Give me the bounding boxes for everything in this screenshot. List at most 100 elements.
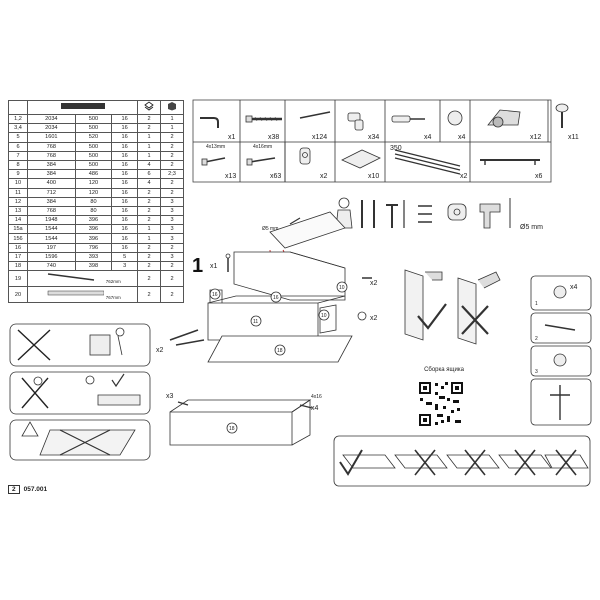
qty-label-left: x2	[156, 347, 164, 354]
table-cell: 2	[137, 205, 161, 217]
table-cell: 15a	[8, 224, 28, 235]
table-cell: 2	[137, 113, 161, 125]
row20-box: 2	[160, 286, 184, 304]
table-cell: 500	[74, 159, 113, 171]
table-cell: 712	[27, 187, 76, 198]
col-dims-header	[27, 100, 138, 115]
cross-icon-2	[21, 377, 49, 409]
table-cell: 500	[74, 150, 113, 161]
qr-code[interactable]	[417, 380, 465, 428]
table-cell: 16	[111, 123, 138, 134]
table-cell: 2	[160, 260, 184, 272]
cross-icon-6	[514, 449, 536, 476]
cross-icon	[17, 329, 51, 361]
qty-rail: x2	[460, 173, 468, 180]
row20-num: 20	[8, 286, 28, 304]
qty-anchor: x4	[424, 134, 432, 141]
panel-label-11: 11	[253, 319, 258, 325]
detail-step-1: 1	[535, 301, 538, 307]
hardware-table: x1 x38 x124 x34 x4 x4 x12 x11 x13 x63 x2…	[192, 99, 579, 183]
qty-shelf-support: x11	[568, 134, 579, 141]
col-qty-header	[137, 100, 161, 115]
hammer-icon	[386, 204, 398, 228]
screw-drawer-icon	[177, 401, 189, 406]
table-cell: 3	[111, 260, 138, 272]
table-cell: 2	[160, 132, 184, 143]
row19-dim: 762mm	[105, 279, 121, 285]
table-cell: 156	[8, 233, 28, 244]
table-cell: 3	[160, 224, 184, 235]
row19-num: 19	[8, 270, 28, 288]
drawer-rail-icon	[394, 149, 461, 175]
table-cell: 11	[8, 187, 28, 198]
detail-step-3: 3	[535, 369, 538, 375]
cross-icon-7	[555, 449, 577, 476]
tools-drill-label: Ø5 mm	[520, 224, 543, 231]
dimensions-icon	[60, 103, 105, 109]
table-cell: 18	[8, 260, 28, 272]
warning-icon	[21, 421, 39, 437]
person-icon	[338, 197, 350, 209]
qty-screw-a: x13	[225, 173, 236, 180]
table-cell: 500	[74, 123, 113, 134]
table-cell: 2	[137, 187, 161, 198]
table-cell: 2	[160, 242, 184, 253]
table-cell: 16	[111, 242, 138, 253]
product-code: 057.001	[23, 486, 48, 493]
box-icon	[168, 102, 176, 111]
table-cell: 10	[8, 178, 28, 189]
row19-part: 762mm	[27, 270, 138, 288]
table-cell: 1	[137, 132, 161, 143]
table-cell: 1596	[27, 251, 76, 263]
table-cell: 396	[74, 233, 113, 244]
qty-cam: x4	[458, 134, 466, 141]
drawer-strip	[333, 435, 591, 487]
table-cell: 16	[111, 169, 138, 180]
table-cell: 384	[27, 196, 76, 207]
table-cell: 16	[111, 233, 138, 244]
table-cell: 2	[137, 251, 161, 263]
table-cell: 2	[137, 215, 161, 226]
table-cell: 3	[160, 233, 184, 244]
table-cell: 2	[137, 123, 161, 134]
small-screw-icon	[201, 157, 226, 166]
table-cell: 1544	[27, 224, 76, 235]
panel-label-10-right: 10	[339, 285, 345, 291]
table-cell: 3	[160, 205, 184, 217]
drill-label: Ø5 mm	[262, 226, 278, 232]
pin-icon	[299, 111, 331, 119]
bracket-icon	[341, 149, 381, 169]
table-cell: 1	[137, 141, 161, 152]
table-cell: 5	[8, 132, 28, 143]
table-cell: 80	[74, 205, 113, 217]
step-1-assembly: 1 Ø5 mm 16 16 11 10 10 x1 x2 x2	[156, 211, 378, 446]
table-cell: 2034	[27, 113, 76, 125]
table-cell: 120	[74, 178, 113, 189]
checkmark-icon-3	[339, 449, 363, 476]
drill-correct-wrong	[404, 269, 501, 345]
screw-rail-icon	[299, 404, 313, 409]
qty-pin: x124	[312, 134, 327, 141]
table-cell: 8	[8, 159, 28, 171]
confirmat-screw-icon	[245, 115, 282, 123]
table-cell: 9	[8, 169, 28, 180]
table-cell: 2	[137, 196, 161, 207]
tape-measure-icon	[447, 203, 467, 221]
qty-bracket: x10	[368, 173, 379, 180]
table-cell: 1,2	[8, 113, 28, 125]
hinge-icon	[487, 109, 521, 128]
qty-label-right: x2	[370, 280, 378, 287]
table-cell: 6	[137, 169, 161, 180]
table-cell: 3,4	[8, 123, 28, 134]
tools-row: Ø5 mm	[335, 197, 543, 231]
qty-confirmat: x38	[268, 134, 279, 141]
table-cell: 4	[137, 178, 161, 189]
table-cell: 2	[137, 260, 161, 272]
table-cell: 17	[8, 251, 28, 263]
